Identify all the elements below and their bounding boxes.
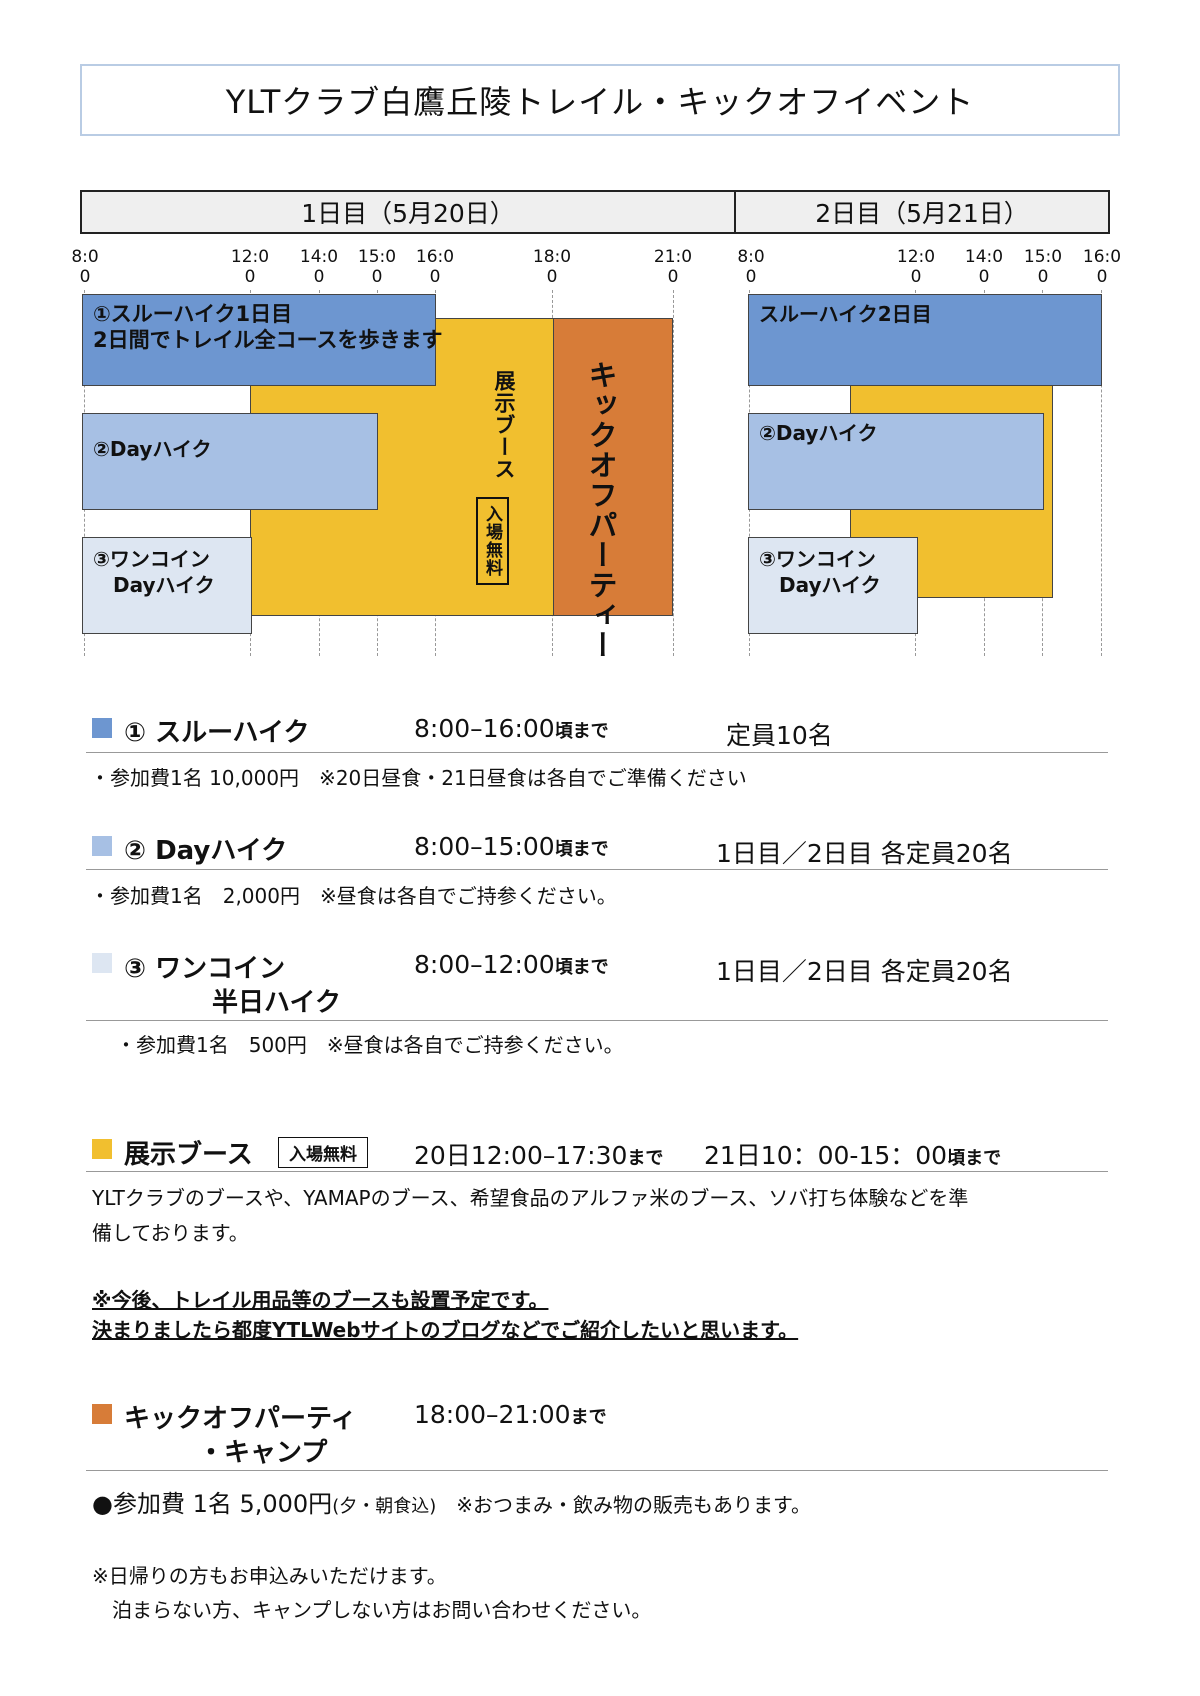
time-tick: 16:0 0: [1082, 247, 1122, 287]
divider: [86, 869, 1108, 870]
onecoin-hike-day2-block: ③ワンコイン Dayハイク: [748, 537, 918, 634]
booth-notice-line1: ※今後、トレイル用品等のブースも設置予定です。: [92, 1288, 549, 1312]
through-hike-day2-block: スルーハイク2日目: [748, 294, 1102, 386]
color-square-icon: [92, 953, 112, 973]
section-note: ・参加費1名 2,000円 ※昼食は各自でご持参ください。: [90, 884, 617, 908]
booth-body-line2: 備しております。: [92, 1221, 249, 1245]
party-note-line2: 泊まらない方、キャンプしない方はお問い合わせください。: [92, 1598, 652, 1622]
section-title: 展示ブース: [124, 1140, 253, 1170]
time-tick: 14:0 0: [299, 247, 339, 287]
time-tick: 15:0 0: [1023, 247, 1063, 287]
time-tick: 12:0 0: [230, 247, 270, 287]
time-tick: 8:0 0: [737, 247, 765, 287]
booth-block-label: 展示ブース: [492, 370, 516, 480]
booth-body-line1: YLTクラブのブースや、YAMAPのブース、希望食品のアルファ米のブース、ソバ打…: [92, 1186, 969, 1210]
day1-header: 1日目（5月20日）: [80, 190, 736, 234]
onecoin-hike-day1-block: ③ワンコイン Dayハイク: [82, 537, 252, 634]
time-tick: 18:0 0: [532, 247, 572, 287]
color-square-icon: [92, 718, 112, 738]
time-tick: 15:0 0: [357, 247, 397, 287]
section-time-day2: 21日10：00-15：00頃まで: [704, 1141, 1002, 1170]
divider: [86, 1470, 1108, 1471]
time-tick: 12:0 0: [896, 247, 936, 287]
page-title: YLTクラブ白鷹丘陵トレイル・キックオフイベント: [225, 83, 975, 121]
title-box: YLTクラブ白鷹丘陵トレイル・キックオフイベント: [80, 64, 1120, 136]
grid-line: [1101, 290, 1102, 656]
section-note: ・参加費1名 500円 ※昼食は各自でご持参ください。: [116, 1033, 624, 1057]
section-time: 8:00–15:00頃まで: [414, 832, 609, 861]
time-tick: 8:0 0: [71, 247, 99, 287]
divider: [86, 1171, 1108, 1172]
party-note-line1: ※日帰りの方もお申込みいただけます。: [92, 1564, 447, 1588]
section-capacity: 1日目／2日目 各定員20名: [716, 957, 1013, 986]
party-fee: ●参加費 1名 5,000円(夕・朝食込) ※おつまみ・飲み物の販売もあります。: [92, 1490, 811, 1518]
section-time: 18:00–21:00まで: [414, 1400, 607, 1429]
color-square-icon: [92, 1404, 112, 1424]
time-tick: 14:0 0: [964, 247, 1004, 287]
section-capacity: 1日目／2日目 各定員20名: [716, 839, 1013, 868]
day1-header-label: 1日目（5月20日）: [301, 199, 515, 228]
divider: [86, 752, 1108, 753]
grid-line: [673, 290, 674, 656]
day-hike-day1-block: ②Dayハイク: [82, 413, 378, 510]
party-block-label: キックオフパーティー: [584, 360, 618, 660]
section-time: 20日12:00–17:30まで: [414, 1141, 664, 1170]
section-title-line2: 半日ハイク: [212, 988, 341, 1018]
section-title: ③ ワンコイン: [124, 954, 286, 984]
party-block: [553, 318, 673, 616]
time-tick: 16:0 0: [415, 247, 455, 287]
section-capacity: 定員10名: [726, 721, 833, 750]
section-title: ② Dayハイク: [124, 836, 288, 866]
section-title: ① スルーハイク: [124, 718, 310, 748]
through-hike-day1-block: ①スルーハイク1日目 2日間でトレイル全コースを歩きます: [82, 294, 443, 386]
section-time: 8:00–16:00頃まで: [414, 714, 609, 743]
day2-header: 2日目（5月21日）: [734, 190, 1110, 234]
time-tick: 21:0 0: [653, 247, 693, 287]
color-square-icon: [92, 1139, 112, 1159]
booth-notice-line2: 決まりましたら都度YTLWebサイトのブログなどでご紹介したいと思います。: [92, 1318, 799, 1342]
divider: [86, 1020, 1108, 1021]
day2-header-label: 2日目（5月21日）: [815, 199, 1029, 228]
section-time: 8:00–12:00頃まで: [414, 950, 609, 979]
section-title-line2: ・キャンプ: [198, 1438, 328, 1468]
section-title: キックオフパーティ: [124, 1404, 357, 1434]
booth-free-badge: 入場無料: [476, 497, 509, 585]
day-hike-day2-block: ②Dayハイク: [748, 413, 1044, 510]
free-entry-badge: 入場無料: [278, 1137, 368, 1168]
section-note: ・参加費1名 10,000円 ※20日昼食・21日昼食は各自でご準備ください: [90, 766, 747, 790]
color-square-icon: [92, 836, 112, 856]
